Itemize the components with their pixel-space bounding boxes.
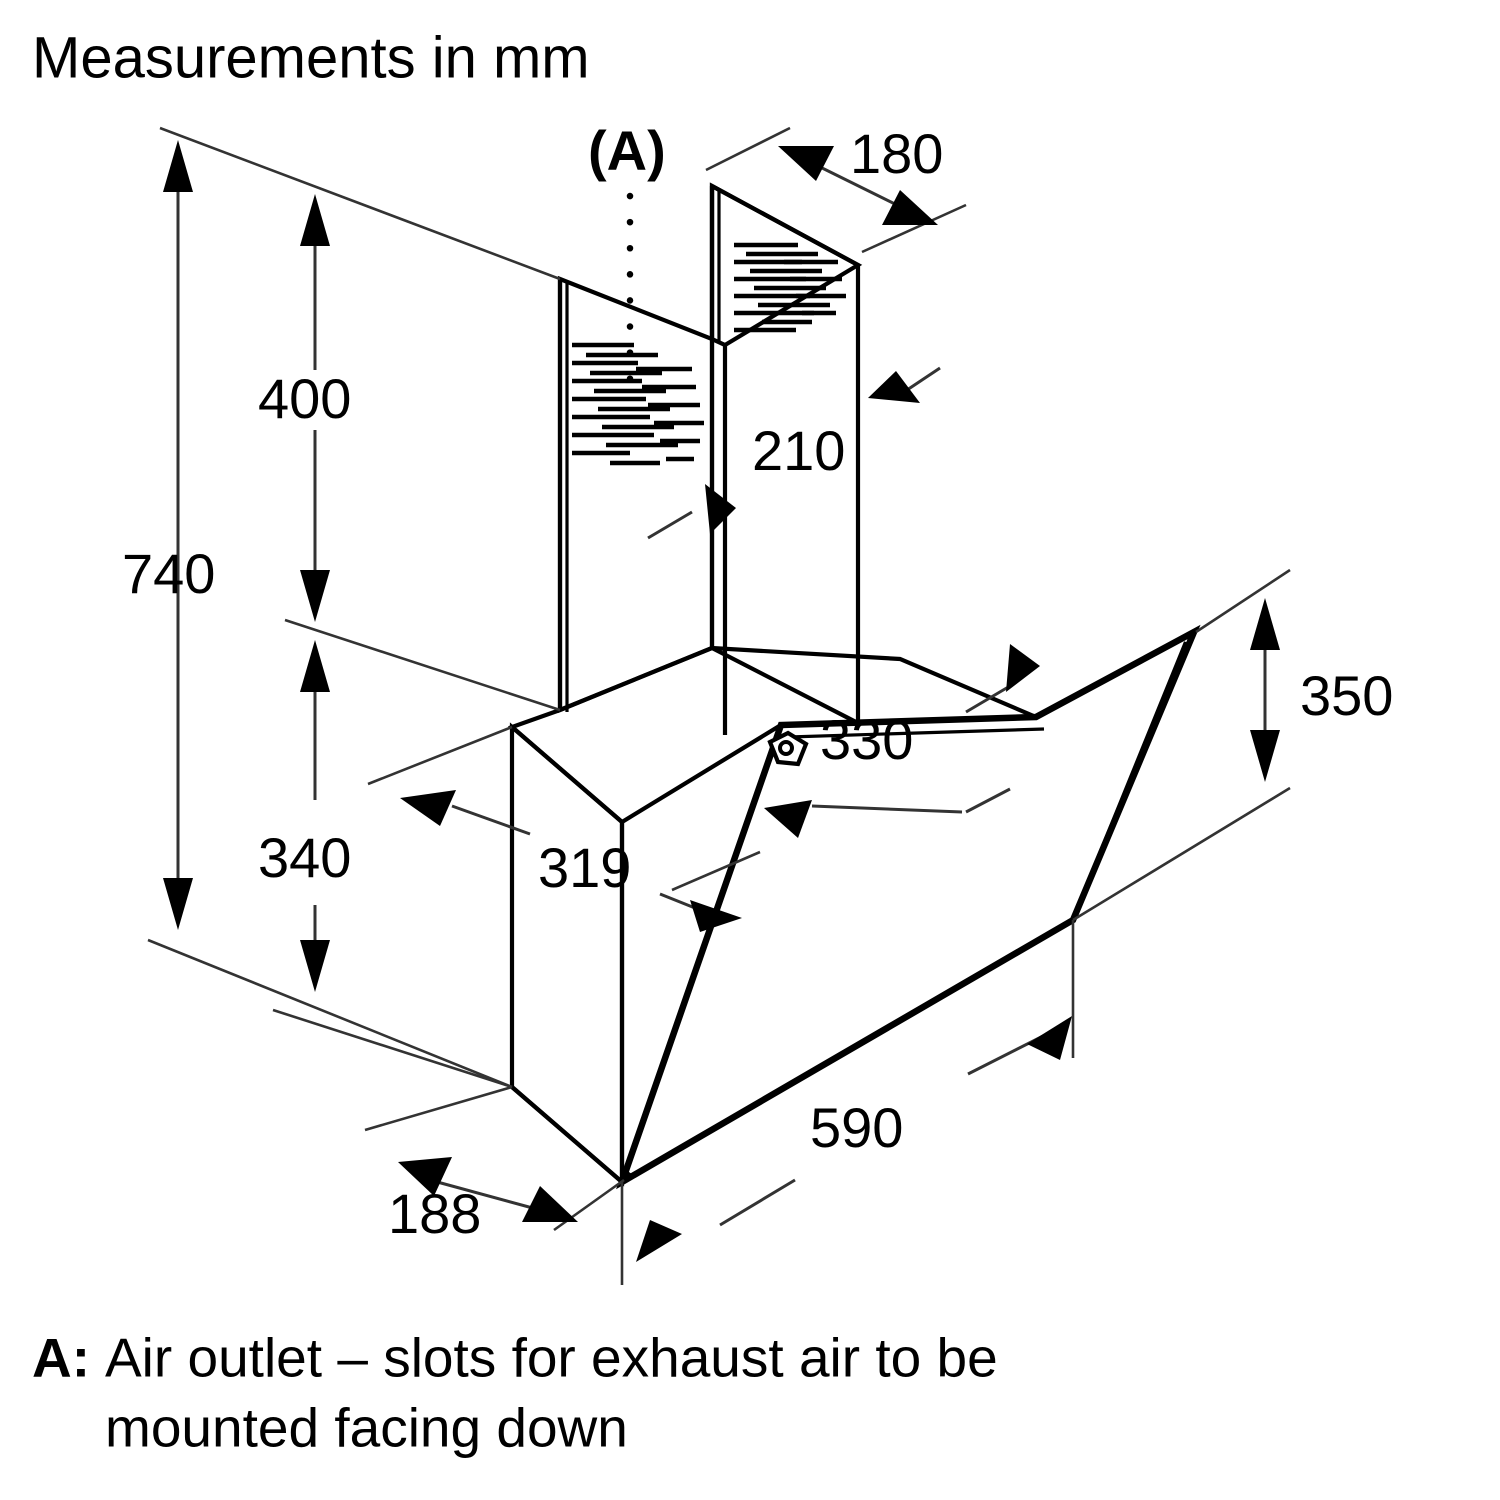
dim-340-ext-top (284, 618, 561, 712)
dim-740-arrow-bottom (163, 878, 193, 930)
hood-body-bottom-edge (510, 1085, 624, 1184)
legend-line-1: Air outlet – slots for exhaust air to be (105, 1327, 998, 1389)
dim-740-arrow-top (163, 140, 193, 192)
dim-590-arrow-left (636, 1220, 682, 1262)
dim-210-arrow-right (868, 371, 920, 403)
hood-illustration (507, 182, 1201, 1190)
hood-hinge-pin (778, 740, 794, 756)
dim-400-arrow-bottom (300, 570, 330, 622)
dim-180-ext-right (861, 203, 967, 254)
dim-400-arrow-top (300, 194, 330, 246)
dim-740-label: 740 (122, 542, 215, 605)
callout-marker-label: (A) (588, 119, 666, 182)
dim-210-label: 210 (752, 419, 845, 482)
dim-188-line (429, 1178, 541, 1212)
dim-188-ext-right (553, 1178, 625, 1232)
legend-caption: A: Air outlet – slots for exhaust air to… (32, 1327, 998, 1459)
dimension-180: 180 (705, 122, 967, 254)
dimension-330: 330 (764, 644, 1040, 838)
dim-180-ext-left (705, 126, 791, 172)
page-title: Measurements in mm (32, 25, 590, 90)
dimension-350: 350 (1072, 568, 1393, 922)
dimension-188: 188 (364, 1085, 625, 1245)
dim-188-label: 188 (388, 1182, 481, 1245)
dim-319-ext-right (671, 850, 761, 892)
dim-740-ext-top (159, 126, 561, 281)
hood-hinge-detail (767, 730, 809, 767)
dim-319-ext-left (367, 725, 513, 786)
glass-panel-top-edge (1035, 630, 1195, 719)
dim-180-line (811, 161, 906, 211)
hood-body-left-face (509, 722, 625, 1187)
dim-319-label: 319 (538, 836, 631, 899)
dim-330-leader-left (811, 804, 963, 814)
dim-210-arrow-left (705, 484, 736, 534)
dim-350-ext-bottom (1072, 786, 1291, 922)
dim-330-line-left (965, 787, 1011, 814)
dim-590-label: 590 (810, 1096, 903, 1159)
dim-350-label: 350 (1300, 664, 1393, 727)
dim-340-label: 340 (258, 826, 351, 889)
glass-panel-top-front-edge (780, 714, 1037, 728)
air-outlet-callout: (A) (588, 119, 666, 396)
dim-330-arrow-right (1006, 644, 1040, 692)
dimension-annotations: 740 400 340 (122, 122, 1393, 1285)
legend-prefix: A: (32, 1327, 90, 1389)
dim-350-ext-top (1195, 568, 1291, 634)
dim-590-arrow-right (1027, 1016, 1072, 1060)
dim-330-line-right (965, 684, 1011, 714)
dim-188-arrow-left (398, 1157, 452, 1196)
dimension-319: 319 (367, 725, 761, 932)
dimension-400: 400 (258, 194, 351, 622)
dim-340-arrow-bottom (300, 940, 330, 992)
dim-400-label: 400 (258, 367, 351, 430)
dimension-340: 340 (258, 618, 561, 1089)
dim-740-ext-bottom (147, 938, 513, 1089)
hood-body-top-face (507, 645, 1037, 825)
dim-350-arrow-bottom (1250, 730, 1280, 782)
dim-319-line (451, 804, 531, 836)
dim-340-ext-bottom (272, 1008, 513, 1089)
glass-panel-rim-line (788, 727, 1045, 739)
dim-319-arrow-left (400, 790, 456, 826)
glass-panel-right-edge (1071, 641, 1188, 921)
dimension-590: 590 (620, 920, 1075, 1285)
dim-180-arrow-left (778, 146, 834, 181)
dim-180-label: 180 (850, 122, 943, 185)
dimension-740: 740 (122, 126, 561, 1089)
legend-line-2: mounted facing down (105, 1397, 628, 1459)
air-outlet-slots-outer (572, 342, 704, 466)
dim-330-arrow-left (764, 800, 812, 838)
dim-340-arrow-top (300, 640, 330, 692)
dim-330-label: 330 (820, 708, 913, 771)
dim-188-ext-left (364, 1085, 513, 1132)
dim-350-arrow-top (1250, 598, 1280, 650)
dim-188-arrow-right (522, 1186, 578, 1222)
dim-210-line-left (647, 510, 693, 540)
dimension-210: 210 (647, 366, 941, 540)
dim-590-line-left (719, 1178, 796, 1227)
dim-319-arrow-right (690, 900, 742, 932)
dim-180-arrow-right (882, 190, 938, 225)
air-outlet-slots-inner (734, 242, 846, 333)
